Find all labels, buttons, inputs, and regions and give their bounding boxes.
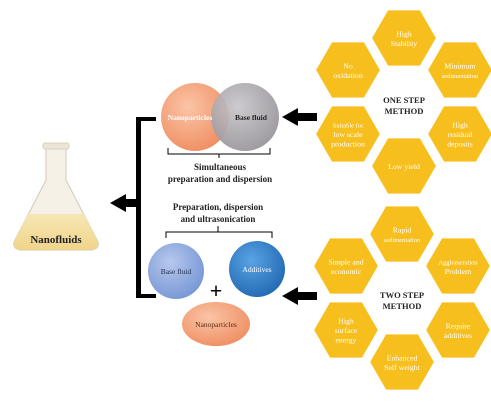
two-step-hexagon-1-text: sedimentation (384, 237, 421, 244)
one-step-hexagon-4: Low yield (369, 136, 439, 196)
flask-illustration: Nanofluids (13, 142, 99, 251)
two-step-hexagon-4-text: Self weight (384, 363, 421, 372)
base-fluid-circle (211, 83, 279, 151)
one-step-hexagon-5-text: low scale (333, 130, 363, 139)
one-step-hexagon-1-text: Stability (391, 39, 418, 48)
prep-bracket (165, 226, 273, 238)
flask-liquid (13, 214, 99, 250)
one-step-title-line1: ONE STEP (383, 95, 425, 105)
venn-bracket (167, 148, 271, 158)
one-step-hexagon-1-text: High (396, 29, 412, 38)
two-step-cluster: Simple andeconomicHighsurfaceenergyEnhan… (311, 204, 491, 392)
one-step-hexagon-3-text: High (452, 121, 468, 130)
one-step-hexagon-3-text: deposits (447, 140, 473, 149)
prep-caption-line2: and ultrasonication (181, 214, 256, 224)
one-step-hexagon-4-text: Low yield (388, 162, 420, 171)
flask-label: Nanofluids (30, 234, 82, 246)
one-step-hexagon-5-text: production (331, 140, 365, 149)
one-step-title-line2: METHOD (385, 106, 424, 116)
two-step-hexagon-2-text: Agglomeration (438, 259, 478, 266)
base-fluid-bubble: Base fluid (148, 243, 204, 299)
venn-caption-line1: Simultaneous (194, 162, 247, 172)
one-step-hexagon-5-text: Suitable for (333, 123, 364, 130)
one-step-hexagon-6-text: oxidation (333, 71, 363, 80)
two-step-hexagon-6-text: Simple and (328, 257, 363, 266)
arrow-from-two-step (282, 287, 317, 305)
venn-diagram: Nanoparticles Base fluid (161, 83, 279, 151)
nanoparticles-circle (161, 83, 229, 151)
plus-sign: + (210, 278, 223, 303)
nanoparticles-bubble: Nanoparticles (182, 302, 250, 346)
one-step-hexagon-2: Minimum sedimentation (425, 40, 491, 100)
flask-rim (42, 142, 70, 150)
one-step-hexagon-6-text: No (343, 61, 353, 70)
one-step-hexagon-2-text: Minimum (444, 61, 475, 70)
one-step-hexagon-2-text: sedimentation (442, 73, 479, 80)
two-step-hexagon-4-text: Enhanced (387, 353, 418, 362)
two-step-hexagon-1-text: Rapid (393, 225, 412, 234)
venn-right-label: Base fluid (235, 113, 268, 122)
two-step-hexagon-5-text: surface (335, 326, 358, 335)
two-step-hexagon-5-text: energy (335, 336, 356, 345)
nanoparticles-label: Nanoparticles (195, 320, 237, 329)
two-step-hexagon-6-text: economic (331, 267, 362, 276)
venn-caption-line2: preparation and dispersion (168, 174, 272, 184)
base-fluid-label: Base fluid (161, 267, 192, 276)
main-bracket (136, 117, 156, 298)
two-step-hexagon-5-text: High (338, 317, 354, 326)
two-step-hexagon-2-text: Problem (445, 267, 471, 276)
additives-label: Additives (242, 265, 271, 274)
arrow-to-nanofluids (110, 194, 138, 212)
two-step-title-line1: TWO STEP (380, 290, 424, 300)
two-step-hexagon-3-text: additives (444, 331, 472, 340)
two-step-hexagon-1: Rapid sedimentation (367, 204, 437, 264)
two-step-hexagon-3-text: Require (446, 321, 471, 330)
venn-left-label: Nanoparticles (168, 113, 213, 122)
arrow-from-one-step (282, 108, 317, 126)
prep-caption-line1: Preparation, dispersion (173, 202, 263, 212)
additives-bubble: Additives (229, 241, 285, 297)
one-step-hexagon-3-text: residual (448, 130, 474, 139)
two-step-title-line2: METHOD (383, 301, 422, 311)
